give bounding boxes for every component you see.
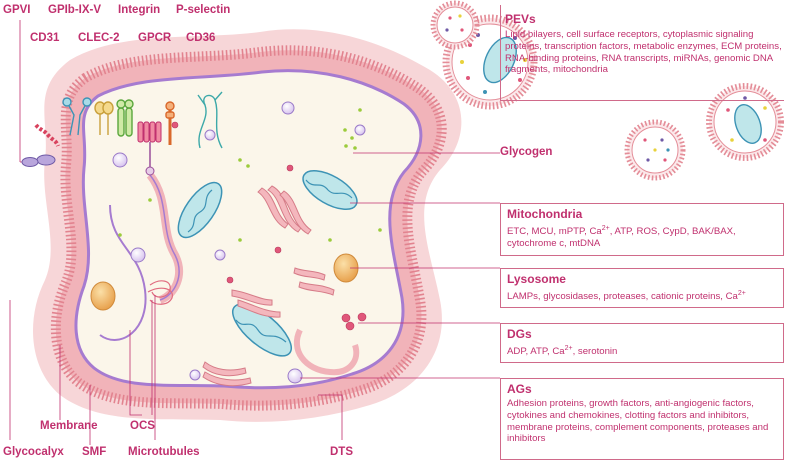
label-cd31: CD31 [30,32,60,44]
pev-right-large [706,83,784,161]
mitochondria-description: ETC, MCU, mPTP, Ca2+, ATP, ROS, CypD, BA… [507,225,736,249]
lysosome-title: Lysosome [507,272,566,286]
glycogen-dots [118,108,382,242]
ags-box: AGs Adhesion proteins, growth factors, a… [500,378,784,460]
mitochondria-box: Mitochondria ETC, MCU, mPTP, Ca2+, ATP, … [500,203,784,256]
cortex-stripes [50,45,447,411]
mitochondrion-2 [302,169,358,211]
alpha-granules [112,101,366,384]
microtubule-coil [147,280,173,305]
mitochondria-title: Mitochondria [507,207,583,221]
organelles [90,101,382,387]
platelet-cell [33,29,462,422]
dgs-title: DGs [507,327,532,341]
smf-invagination [99,204,147,341]
integrin-receptor [116,99,134,137]
golgi-tubules [202,185,335,387]
label-ocs: OCS [130,420,155,432]
dgs-box: DGs ADP, ATP, Ca2+, serotonin [500,323,784,363]
label-gpvi: GPVI [3,4,31,16]
pevs-frame-bottom [500,100,784,101]
gpcr-receptor [137,121,162,176]
pevs-description: Lipid bilayers, cell surface receptors, … [505,29,782,76]
pevs-vesicles [430,0,784,181]
leader-lines [9,152,500,445]
cd36-receptor [197,91,223,149]
ags-title: AGs [507,382,532,396]
dts-channel [293,328,360,376]
clec2-receptor [94,101,114,135]
pevs-callout: PEVs Lipid bilayers, cell surface recept… [505,12,785,76]
mitochondrion-1 [177,181,223,239]
dense-granules [171,121,367,331]
lysosome-description: LAMPs, glycosidases, proteases, cationic… [507,290,746,303]
label-glycocalyx: Glycocalyx [3,446,64,458]
label-p-selectin: P-selectin [176,4,231,16]
mitochondrion-3 [232,303,292,357]
label-membrane: Membrane [40,420,98,432]
label-glycogen: Glycogen [500,146,553,158]
label-clec-2: CLEC-2 [78,32,120,44]
pev-top [430,0,480,50]
label-dts: DTS [330,446,353,458]
pev-right-small [624,119,686,181]
label-gpcr: GPCR [138,32,172,44]
ocs-channel-line [149,174,180,301]
pevs-title: PEVs [505,12,536,26]
cd31-receptor [34,123,60,147]
pselectin-receptor [165,101,175,145]
label-smf: SMF [82,446,107,458]
lysosome-box: Lysosome LAMPs, glycosidases, proteases,… [500,268,784,308]
label-integrin: Integrin [118,4,161,16]
surface-receptors [19,20,223,176]
label-gpib-ix-v: GPIb-IX-V [48,4,102,16]
plasma-membrane [74,69,423,390]
label-microtubules: Microtubules [128,446,200,458]
gpib-receptor [62,97,92,136]
dgs-description: ADP, ATP, Ca2+, serotonin [507,345,618,358]
gpvi-receptor [36,154,56,166]
label-cd36: CD36 [186,32,216,44]
pevs-frame-left [500,5,501,101]
lysosome-2 [90,281,116,311]
ags-description: Adhesion proteins, growth factors, anti-… [507,398,769,445]
